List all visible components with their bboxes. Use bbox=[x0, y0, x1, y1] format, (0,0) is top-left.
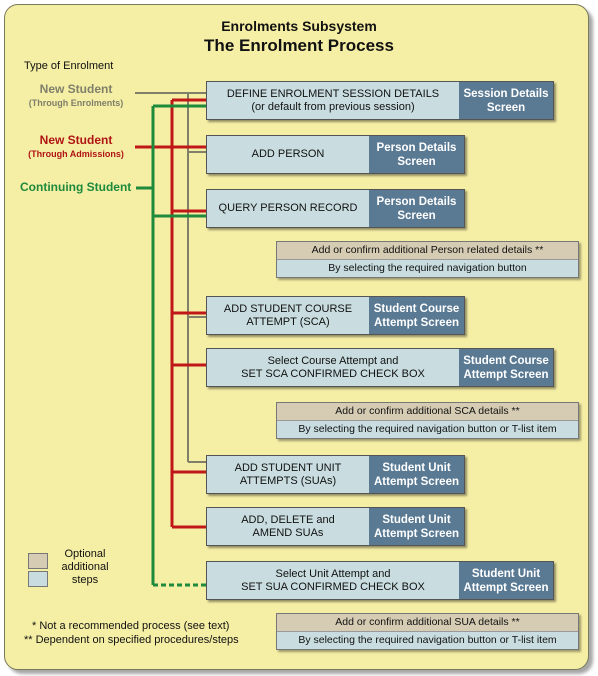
screen-student-course-attempt: Student Course Attempt Screen bbox=[459, 349, 553, 386]
step-add-sca: ADD STUDENT COURSE ATTEMPT (SCA) Student… bbox=[206, 296, 465, 335]
optional-step-action: Add or confirm additional SCA details ** bbox=[277, 403, 578, 421]
enrolment-type-heading: Type of Enrolment bbox=[24, 60, 114, 72]
optional-step-method: By selecting the required navigation but… bbox=[277, 260, 578, 277]
footnote-2: ** Dependent on specified procedures/ste… bbox=[24, 634, 239, 646]
step-text: DEFINE ENROLMENT SESSION DETAILS (or def… bbox=[226, 87, 440, 113]
legend-optional-swatch bbox=[28, 553, 48, 569]
step-text: QUERY PERSON RECORD bbox=[218, 202, 358, 214]
legend-label: Optional additional steps bbox=[61, 548, 109, 586]
legend-step-swatch bbox=[28, 571, 48, 587]
screen-student-unit-attempt: Student Unit Attempt Screen bbox=[369, 508, 464, 545]
optional-sca-details: Add or confirm additional SCA details **… bbox=[276, 402, 579, 439]
type-new-student-admissions: New Student (Through Admissions) bbox=[20, 133, 132, 159]
step-text: Select Course Attempt and SET SCA CONFIR… bbox=[241, 354, 425, 380]
step-text: ADD STUDENT UNIT ATTEMPTS (SUAs) bbox=[234, 461, 342, 487]
step-amend-suas: ADD, DELETE and AMEND SUAs Student Unit … bbox=[206, 507, 465, 546]
type-continuing-student: Continuing Student bbox=[20, 180, 132, 194]
footnote-1: * Not a recommended process (see text) bbox=[32, 620, 230, 632]
screen-student-unit-attempt: Student Unit Attempt Screen bbox=[369, 456, 464, 493]
diagram-subtitle: Enrolments Subsystem bbox=[221, 18, 377, 34]
optional-step-method: By selecting the required navigation but… bbox=[277, 421, 578, 438]
type-sub: (Through Enrolments) bbox=[28, 98, 124, 108]
step-confirm-sua: Select Unit Attempt and SET SUA CONFIRME… bbox=[206, 561, 554, 600]
type-sub: (Through Admissions) bbox=[28, 149, 124, 159]
type-name: New Student bbox=[39, 82, 113, 96]
type-name: New Student bbox=[39, 133, 113, 147]
optional-step-action: Add or confirm additional Person related… bbox=[277, 242, 578, 260]
diagram-title: The Enrolment Process bbox=[204, 36, 394, 55]
type-new-student-enrolments: New Student (Through Enrolments) bbox=[20, 82, 132, 108]
step-text: ADD STUDENT COURSE ATTEMPT (SCA) bbox=[223, 302, 353, 328]
optional-step-method: By selecting the required navigation but… bbox=[277, 632, 578, 649]
step-query-person: QUERY PERSON RECORD Person Details Scree… bbox=[206, 189, 465, 228]
optional-person-details: Add or confirm additional Person related… bbox=[276, 241, 579, 278]
step-text: ADD, DELETE and AMEND SUAs bbox=[241, 513, 335, 539]
screen-student-unit-attempt: Student Unit Attempt Screen bbox=[459, 562, 553, 599]
optional-sua-details: Add or confirm additional SUA details **… bbox=[276, 613, 579, 650]
screen-session-details: Session Details Screen bbox=[459, 82, 553, 119]
step-add-person: ADD PERSON Person Details Screen bbox=[206, 135, 465, 174]
screen-person-details: Person Details Screen bbox=[369, 136, 464, 173]
step-define-session: DEFINE ENROLMENT SESSION DETAILS (or def… bbox=[206, 81, 554, 120]
optional-step-action: Add or confirm additional SUA details ** bbox=[277, 614, 578, 632]
screen-person-details: Person Details Screen bbox=[369, 190, 464, 227]
step-text: Select Unit Attempt and SET SUA CONFIRME… bbox=[241, 567, 425, 593]
step-text: ADD PERSON bbox=[251, 148, 325, 160]
step-add-sua: ADD STUDENT UNIT ATTEMPTS (SUAs) Student… bbox=[206, 455, 465, 494]
screen-student-course-attempt: Student Course Attempt Screen bbox=[369, 297, 464, 334]
step-confirm-sca: Select Course Attempt and SET SCA CONFIR… bbox=[206, 348, 554, 387]
